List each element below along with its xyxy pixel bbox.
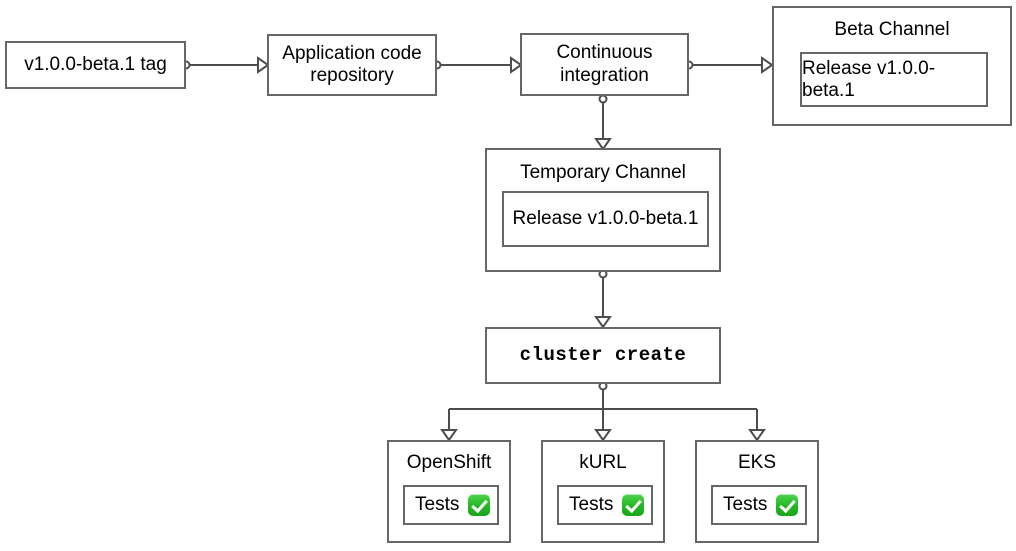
edge-cluster-create-fanout — [448, 389, 758, 430]
green-check-icon — [622, 494, 645, 516]
node-temporary-channel[interactable]: Temporary Channel Release v1.0.0-beta.1 — [485, 148, 721, 272]
eks-tests-row: Tests — [723, 494, 799, 516]
kurl-tests-box[interactable]: Tests — [557, 485, 653, 525]
temporary-channel-release-box[interactable]: Release v1.0.0-beta.1 — [502, 191, 709, 247]
cluster-create-label: cluster create — [519, 344, 687, 367]
beta-channel-title: Beta Channel — [834, 19, 950, 40]
kurl-title: kURL — [579, 452, 627, 473]
eks-tests-label: Tests — [723, 494, 768, 515]
node-repo-label: Application code repository — [282, 42, 422, 86]
openshift-title: OpenShift — [406, 452, 492, 473]
edge-arrowhead — [440, 429, 458, 442]
kurl-tests-row: Tests — [569, 494, 645, 516]
node-ci-label: Continuous integration — [556, 42, 653, 86]
node-tag-label: v1.0.0-beta.1 tag — [24, 53, 167, 75]
openshift-tests-row: Tests — [415, 494, 491, 516]
node-tag[interactable]: v1.0.0-beta.1 tag — [5, 41, 186, 89]
node-beta-channel[interactable]: Beta Channel Release v1.0.0-beta.1 — [772, 6, 1012, 126]
openshift-tests-box[interactable]: Tests — [403, 485, 499, 525]
green-check-icon — [468, 494, 491, 516]
node-openshift[interactable]: OpenShift Tests — [387, 440, 511, 543]
node-continuous-integration[interactable]: Continuous integration — [520, 33, 689, 96]
edge-arrowhead — [594, 316, 612, 329]
edge-arrowhead — [748, 429, 766, 442]
node-application-code-repository[interactable]: Application code repository — [267, 34, 437, 96]
green-check-icon — [776, 494, 799, 516]
temporary-channel-title: Temporary Channel — [520, 162, 686, 183]
edge-arrowhead — [761, 56, 774, 74]
eks-tests-box[interactable]: Tests — [711, 485, 807, 525]
kurl-tests-label: Tests — [569, 494, 614, 515]
edge-source-dot — [598, 94, 608, 104]
beta-channel-release-box[interactable]: Release v1.0.0-beta.1 — [800, 52, 988, 107]
openshift-tests-label: Tests — [415, 494, 460, 515]
edge-arrowhead — [594, 429, 612, 442]
node-eks[interactable]: EKS Tests — [695, 440, 819, 543]
temporary-channel-release-label: Release v1.0.0-beta.1 — [512, 208, 699, 229]
eks-title: EKS — [737, 452, 777, 473]
beta-channel-release-label: Release v1.0.0-beta.1 — [802, 57, 936, 101]
node-cluster-create[interactable]: cluster create — [485, 327, 721, 384]
node-kurl[interactable]: kURL Tests — [541, 440, 665, 543]
